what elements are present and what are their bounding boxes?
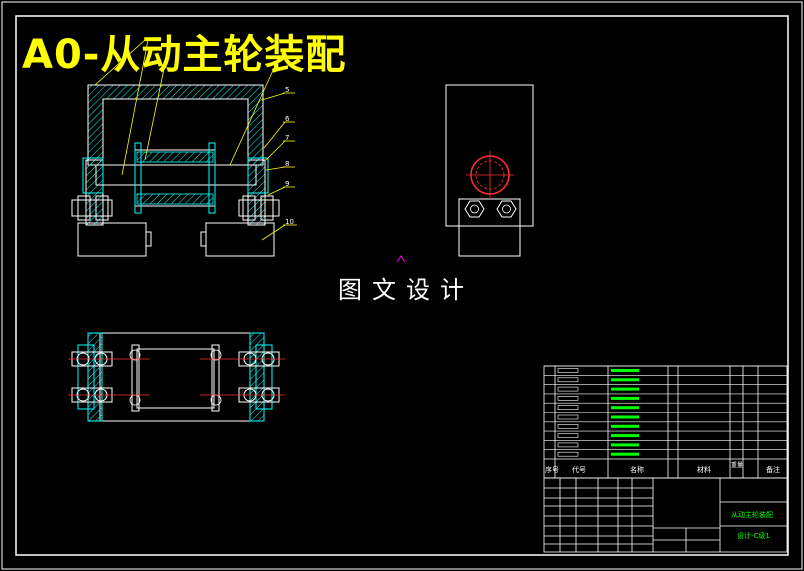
- parts-row-name-glyph: [611, 406, 639, 410]
- parts-row-name-glyph: [611, 424, 639, 428]
- title-block-name: 从动主轮装配: [731, 510, 773, 519]
- title-block: [543, 477, 788, 553]
- title-block-code: 设计-C级1: [737, 531, 770, 540]
- header-weight: 重量: [731, 461, 743, 469]
- header-note: 备注: [766, 465, 780, 474]
- balloon-10: 10: [285, 218, 294, 226]
- balloon-6: 6: [285, 115, 290, 123]
- parts-row-name-glyph: [611, 369, 639, 372]
- header-name: 名称: [630, 465, 644, 474]
- header-seq: 序号: [545, 465, 559, 474]
- side-view: [445, 84, 534, 257]
- parts-row-name-glyph: [611, 378, 639, 382]
- parts-row-code-glyph: [557, 377, 579, 383]
- parts-row-code-glyph: [557, 386, 579, 392]
- right-box: [205, 222, 275, 257]
- parts-row-name-glyph: [611, 387, 639, 391]
- header-material: 材料: [697, 465, 711, 474]
- inner-border: [15, 15, 789, 556]
- header-code: 代号: [572, 465, 586, 474]
- parts-row-name-glyph: [611, 415, 639, 419]
- parts-row-name-glyph: [611, 434, 639, 438]
- parts-row-code-glyph: [557, 405, 579, 411]
- side-base: [458, 198, 521, 257]
- drawing-title: A0-从动主轮装配: [22, 32, 347, 78]
- balloon-7: 7: [285, 134, 289, 142]
- parts-row-code-glyph: [557, 433, 579, 438]
- marker: [396, 255, 406, 263]
- parts-row-name-glyph: [611, 443, 639, 447]
- parts-row-name-glyph: [611, 396, 639, 400]
- plan-view: [68, 332, 285, 422]
- side-body: [445, 84, 534, 227]
- parts-row-code-glyph: [557, 423, 579, 429]
- balloon-9: 9: [285, 180, 289, 188]
- parts-row-code-glyph: [557, 368, 579, 373]
- watermark-text: 图文设计: [338, 276, 474, 304]
- front-section-view: 5 6 7 8 9 10: [71, 39, 297, 257]
- balloon-5: 5: [285, 86, 289, 94]
- balloon-8: 8: [285, 160, 289, 168]
- parts-row-code-glyph: [557, 442, 579, 448]
- plan-wheel: [136, 348, 215, 409]
- parts-row-code-glyph: [557, 414, 579, 420]
- parts-row-name-glyph: [611, 452, 639, 456]
- shaft: [95, 164, 257, 186]
- left-box: [77, 222, 147, 257]
- parts-row-code-glyph: [557, 451, 579, 457]
- parts-row-code-glyph: [557, 396, 579, 401]
- parts-rows: [544, 365, 787, 457]
